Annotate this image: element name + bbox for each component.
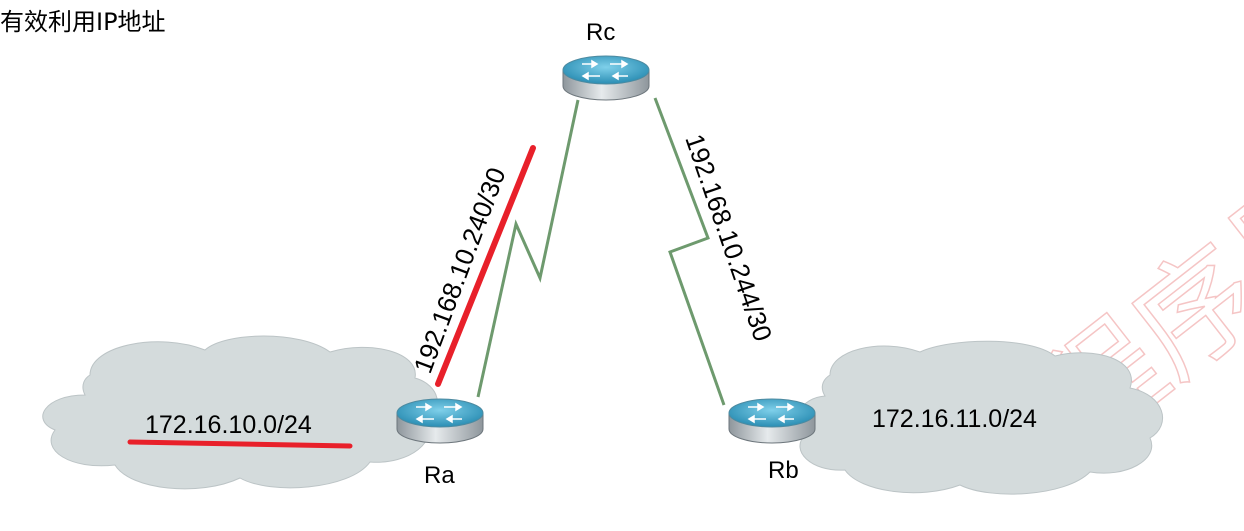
router-rc-label: Rc [586, 19, 615, 46]
router-ra [396, 398, 484, 444]
router-ra-label: Ra [424, 462, 455, 489]
highlight-link-ra-rc [435, 145, 536, 387]
link-rc-rb-label: 192.168.10.244/30 [679, 130, 778, 345]
left-network-cloud [42, 335, 438, 490]
router-rc [562, 55, 650, 101]
link-ra-rc-label: 192.168.10.240/30 [408, 163, 512, 377]
router-rb [728, 398, 816, 444]
highlight-network-left [127, 439, 353, 449]
network-right-label: 172.16.11.0/24 [872, 405, 1037, 433]
network-left-label: 172.16.10.0/24 [145, 411, 312, 439]
link-ra-rc [476, 99, 580, 398]
router-rb-label: Rb [768, 457, 799, 484]
page-title: 有效利用IP地址 [0, 8, 166, 36]
link-rc-rb [653, 97, 726, 406]
